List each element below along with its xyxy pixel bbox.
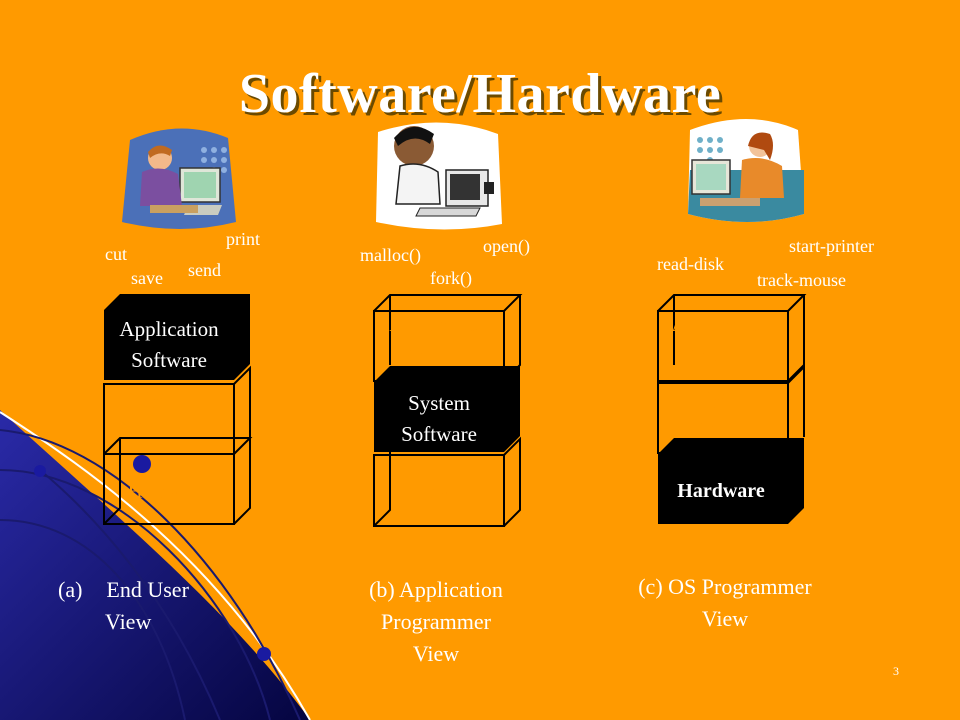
layer-hardware-label: Hardware [127,479,211,503]
stack-os-programmer [657,294,807,524]
page-title: Software/Hardware [238,63,722,125]
operation-open: open() [483,236,530,256]
operation-send: send [188,260,221,280]
page-number: 3 [893,664,899,678]
operation-print: print [226,229,260,249]
operation-save: save [131,268,163,288]
operation-start-printer: start-printer [789,236,874,256]
dot-icon [133,455,151,473]
caption-end-user-view: (a)End User View [58,577,189,634]
stack-application-programmer [373,294,523,527]
caption-os-programmer-view: (c) OS Programmer View [638,574,812,631]
dot-icon [257,647,271,661]
operation-track-mouse: track-mouse [757,270,846,290]
caption-application-programmer-view: (b) Application Programmer View [369,577,503,666]
operation-malloc: malloc() [360,245,421,265]
operation-cut: cut [105,244,127,264]
operation-read-disk: read-disk [657,254,724,274]
layer-hardware-label: Hardware [677,480,765,502]
layer-hardware-label: Hardware [397,479,481,503]
stack-end-user [103,294,253,525]
operation-fork: fork() [430,268,472,288]
dot-icon [34,465,46,477]
